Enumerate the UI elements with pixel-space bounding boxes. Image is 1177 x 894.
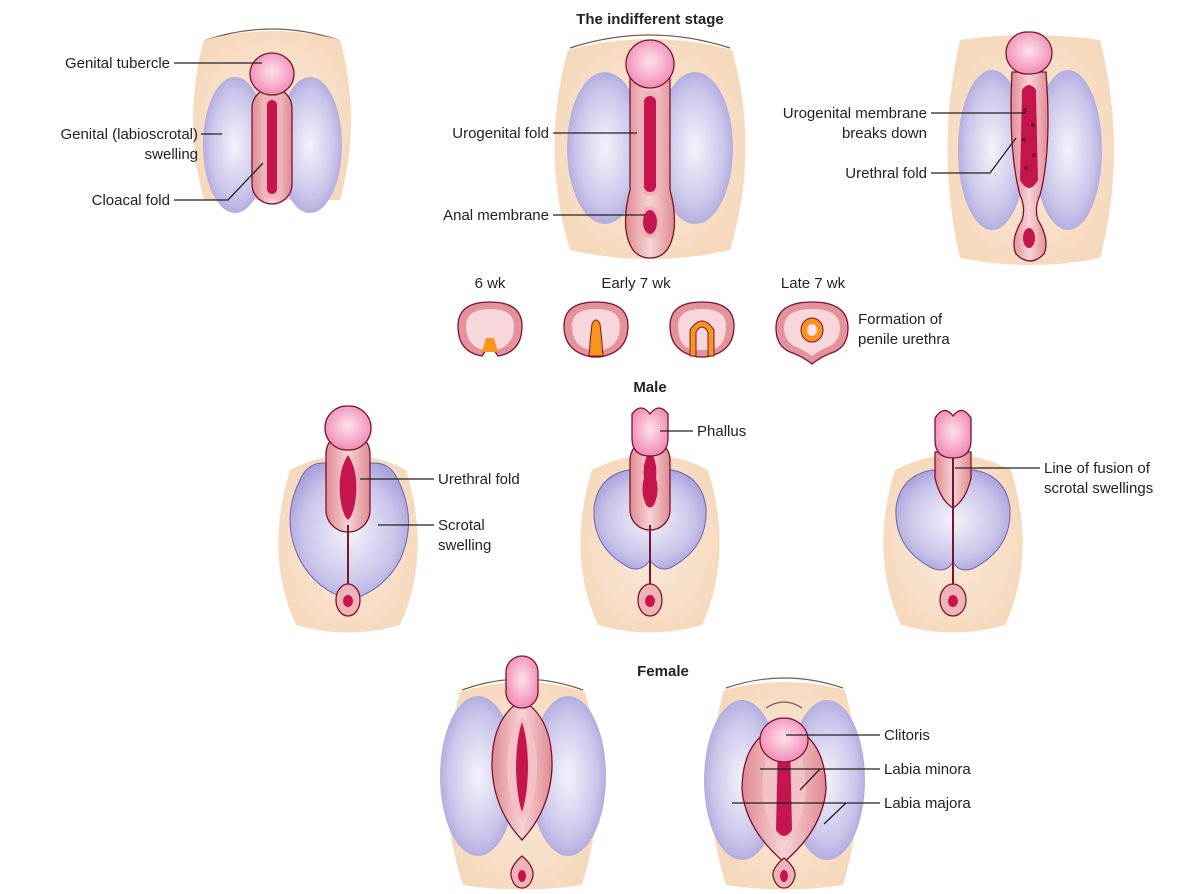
indifferent-figure-2 xyxy=(554,35,745,259)
male-figure-3 xyxy=(883,410,1022,632)
membrane-breaks-text-2: breaks down xyxy=(842,125,927,142)
female-figure-1 xyxy=(440,656,606,890)
formation-text-1: Formation of xyxy=(858,311,943,328)
urethral-fold-indifferent-text: Urethral fold xyxy=(845,165,927,182)
male-title: Male xyxy=(633,379,666,396)
scrotal-swelling-text-1: Scrotal xyxy=(438,517,485,534)
section-late7 xyxy=(776,302,848,364)
genital-tubercle-text: Genital tubercle xyxy=(65,55,170,72)
female-title: Female xyxy=(637,663,689,680)
membrane-breaks-text-1: Urogenital membrane xyxy=(783,105,927,122)
indifferent-figure-1 xyxy=(193,29,351,213)
genital-swelling-text-2: swelling xyxy=(145,146,198,163)
stage-early7-label: Early 7 wk xyxy=(601,275,671,292)
labia-majora-text: Labia majora xyxy=(884,795,971,812)
urethral-fold-male-text: Urethral fold xyxy=(438,471,520,488)
cloacal-fold-text: Cloacal fold xyxy=(92,192,170,209)
stage-6wk-label: 6 wk xyxy=(475,275,506,292)
phallus-text: Phallus xyxy=(697,423,746,440)
clitoris-text: Clitoris xyxy=(884,727,930,744)
stage-late7-label: Late 7 wk xyxy=(781,275,846,292)
labia-minora-text: Labia minora xyxy=(884,761,971,778)
anal-membrane-text: Anal membrane xyxy=(443,207,549,224)
male-figure-1 xyxy=(278,406,417,633)
line-of-fusion-text-2: scrotal swellings xyxy=(1044,480,1153,497)
scrotal-swelling-text-2: swelling xyxy=(438,537,491,554)
genital-swelling-text-1: Genital (labioscrotal) xyxy=(60,126,198,143)
section-early7-a xyxy=(564,302,628,357)
section-early7-b xyxy=(670,302,734,357)
section-6wk xyxy=(458,302,522,356)
urogenital-fold-text: Urogenital fold xyxy=(452,125,549,142)
indifferent-stage-title: The indifferent stage xyxy=(576,11,724,28)
label-phallus: Phallus xyxy=(660,423,746,440)
indifferent-figure-3 xyxy=(948,32,1115,265)
line-of-fusion-text-1: Line of fusion of xyxy=(1044,460,1151,477)
male-figure-2 xyxy=(580,408,719,633)
formation-text-2: penile urethra xyxy=(858,331,950,348)
female-figure-2 xyxy=(704,678,865,890)
